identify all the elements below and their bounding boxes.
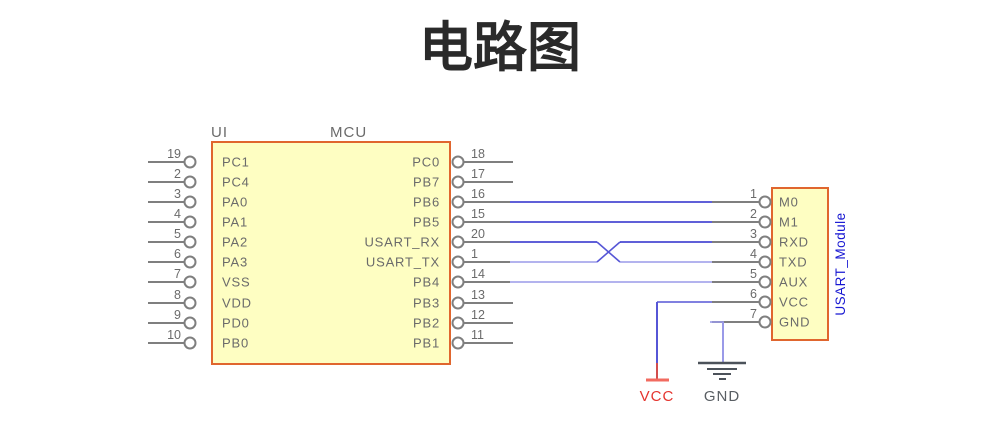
pin-circle — [758, 195, 772, 209]
pin-name: PA3 — [222, 255, 248, 270]
gnd-label: GND — [704, 388, 740, 405]
pin-circle — [451, 255, 465, 269]
pin-circle — [758, 255, 772, 269]
pin-name: PA1 — [222, 215, 248, 230]
pin-circle — [451, 235, 465, 249]
pin-number: 17 — [471, 167, 485, 181]
pin-number: 16 — [471, 187, 485, 201]
pin-circle — [183, 336, 197, 350]
pin-number: 14 — [471, 267, 485, 281]
pin-number: 20 — [471, 227, 485, 241]
pin-circle — [451, 316, 465, 330]
pin-name: PA2 — [222, 235, 248, 250]
pin-number: 10 — [167, 328, 181, 342]
pin-number: 2 — [174, 167, 181, 181]
pin-name: PA0 — [222, 195, 248, 210]
pin-number: 13 — [471, 288, 485, 302]
pin-circle — [451, 275, 465, 289]
pin-circle — [758, 315, 772, 329]
pin-circle — [758, 235, 772, 249]
pin-circle — [451, 195, 465, 209]
pin-number: 6 — [174, 247, 181, 261]
pin-number: 8 — [174, 288, 181, 302]
pin-name: GND — [779, 315, 810, 330]
pin-circle — [451, 215, 465, 229]
pin-number: 4 — [174, 207, 181, 221]
pin-circle — [183, 255, 197, 269]
pin-number: 4 — [750, 247, 757, 261]
mcu-refdes: UI — [211, 124, 228, 141]
pin-name: RXD — [779, 235, 809, 250]
mcu-chip-body — [211, 141, 451, 365]
pin-name: VDD — [222, 296, 252, 311]
pin-number: 9 — [174, 308, 181, 322]
module-chip-body — [771, 187, 829, 341]
module-vertical-label: USART_Module — [833, 212, 848, 315]
pin-name: PB2 — [413, 316, 440, 331]
page-title: 电路图 — [419, 18, 581, 78]
pin-name: M0 — [779, 195, 799, 210]
pin-name: PD0 — [222, 316, 250, 331]
pin-circle — [183, 275, 197, 289]
mcu-part-label: MCU — [330, 124, 367, 141]
pin-number: 1 — [471, 247, 478, 261]
pin-number: 3 — [750, 227, 757, 241]
pin-number: 7 — [750, 307, 757, 321]
pin-name: USART_TX — [366, 255, 440, 270]
pin-circle — [451, 155, 465, 169]
wire-crossover-segment — [596, 241, 621, 263]
pin-circle — [183, 155, 197, 169]
pin-circle — [183, 316, 197, 330]
pin-number: 1 — [750, 187, 757, 201]
pin-circle — [183, 175, 197, 189]
pin-circle — [183, 195, 197, 209]
pin-name: TXD — [779, 255, 807, 270]
pin-name: PC1 — [222, 155, 250, 170]
pin-name: USART_RX — [364, 235, 440, 250]
pin-circle — [183, 296, 197, 310]
pin-number: 3 — [174, 187, 181, 201]
pin-name: PB7 — [413, 175, 440, 190]
pin-name: PC4 — [222, 175, 250, 190]
pin-number: 5 — [174, 227, 181, 241]
pin-circle — [758, 295, 772, 309]
pin-name: VCC — [779, 295, 809, 310]
pin-circle — [451, 296, 465, 310]
pin-number: 15 — [471, 207, 485, 221]
pin-circle — [451, 336, 465, 350]
pin-name: PB0 — [222, 336, 249, 351]
vcc-label: VCC — [640, 388, 675, 405]
pin-number: 2 — [750, 207, 757, 221]
pin-name: PB6 — [413, 195, 440, 210]
pin-circle — [758, 275, 772, 289]
pin-name: PB4 — [413, 275, 440, 290]
pin-number: 11 — [471, 328, 484, 342]
pin-number: 5 — [750, 267, 757, 281]
pin-name: PB5 — [413, 215, 440, 230]
pin-number: 12 — [471, 308, 485, 322]
pin-number: 19 — [167, 147, 181, 161]
pin-circle — [183, 235, 197, 249]
pin-circle — [183, 215, 197, 229]
pin-name: AUX — [779, 275, 808, 290]
pin-number: 6 — [750, 287, 757, 301]
pin-number: 7 — [174, 267, 181, 281]
pin-name: PB1 — [413, 336, 440, 351]
pin-number: 18 — [471, 147, 485, 161]
pin-name: VSS — [222, 275, 250, 290]
pin-name: PC0 — [412, 155, 440, 170]
pin-circle — [451, 175, 465, 189]
pin-name: M1 — [779, 215, 799, 230]
pin-circle — [758, 215, 772, 229]
pin-name: PB3 — [413, 296, 440, 311]
